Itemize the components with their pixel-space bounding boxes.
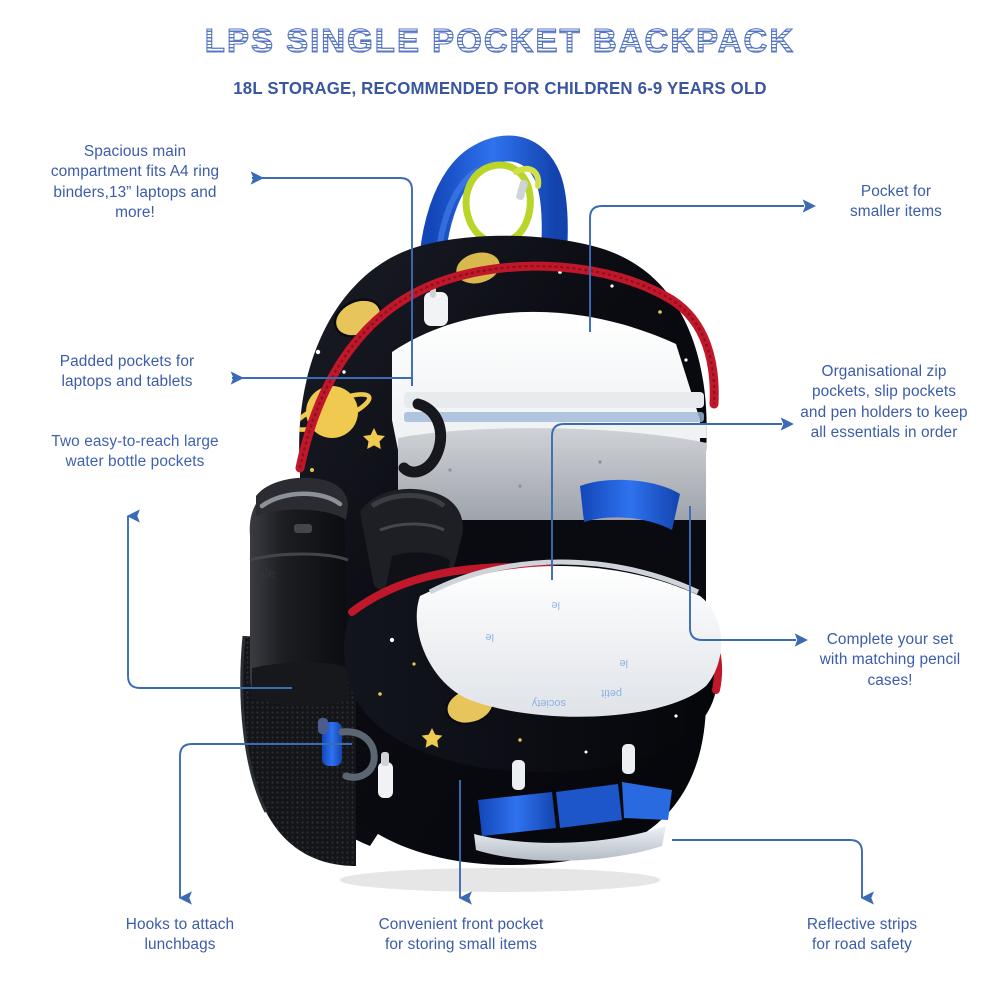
laptop-sleeve: [404, 392, 704, 408]
callout-front-pocket: Convenient front pocket for storing smal…: [378, 916, 544, 954]
water-bottle-pocket: ale: [240, 477, 356, 866]
zip-puller-top: [424, 292, 448, 326]
callout-reflective: Reflective strips for road safety: [806, 916, 918, 954]
header: LPS SINGLE POCKET BACKPACK: [0, 23, 1000, 59]
svg-text:petit: petit: [601, 687, 622, 699]
bottle-lid-handle: [259, 491, 343, 509]
pencil-case: le le le society petit: [416, 559, 722, 717]
zip-puller-flap-2: [622, 744, 635, 774]
carry-handle: [418, 135, 568, 325]
callout-hooks: Hooks to attach lunchbags: [125, 916, 235, 954]
water-bottle: ale: [249, 477, 349, 706]
callout-water-bottle: Two easy-to-reach large water bottle poc…: [51, 433, 219, 471]
svg-text:le: le: [619, 657, 628, 669]
svg-text:ale: ale: [258, 566, 275, 581]
reflective-strip: [474, 826, 666, 861]
callout-main-compartment: Spacious main compartment fits A4 ring b…: [50, 143, 220, 222]
svg-text:society: society: [531, 697, 566, 709]
carabiner-icon: [462, 161, 542, 247]
callout-smaller-items: Pocket for smaller items: [850, 183, 942, 221]
callout-organisational: Organisational zip pockets, slip pockets…: [800, 363, 968, 442]
page-title: LPS SINGLE POCKET BACKPACK: [0, 23, 1000, 59]
zip-puller-front: [378, 752, 393, 798]
svg-text:le: le: [551, 599, 560, 611]
page-subtitle: 18L STORAGE, RECOMMENDED FOR CHILDREN 6-…: [233, 78, 767, 98]
callout-pencil-cases: Complete your set with matching pencil c…: [819, 631, 961, 689]
callout-padded-pockets: Padded pockets for laptops and tablets: [59, 353, 195, 391]
inner-hook: [398, 398, 447, 478]
svg-text:le: le: [485, 631, 494, 643]
front-bottom-panels: [474, 782, 672, 861]
zip-puller-flap-1: [512, 760, 525, 790]
